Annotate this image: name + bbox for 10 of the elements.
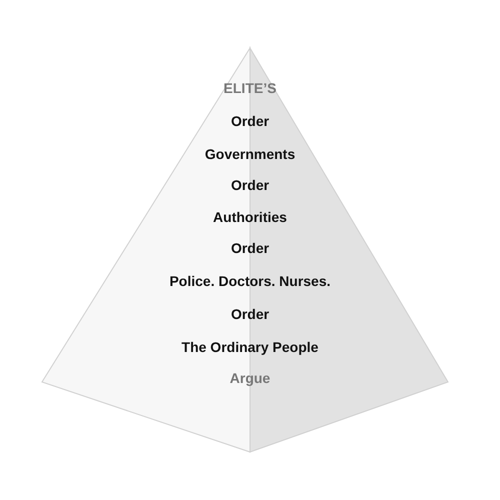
level-label: Authorities [212,209,288,225]
level-label: Order [230,177,270,193]
level-label: The Ordinary People [180,339,320,355]
level-label: Order [230,240,270,256]
level-label: Order [230,306,270,322]
level-label: Governments [204,146,296,162]
level-label: ELITE’S [222,80,278,96]
level-label: Police. Doctors. Nurses. [168,273,332,289]
level-label: Order [230,113,270,129]
level-label: Argue [228,370,272,386]
